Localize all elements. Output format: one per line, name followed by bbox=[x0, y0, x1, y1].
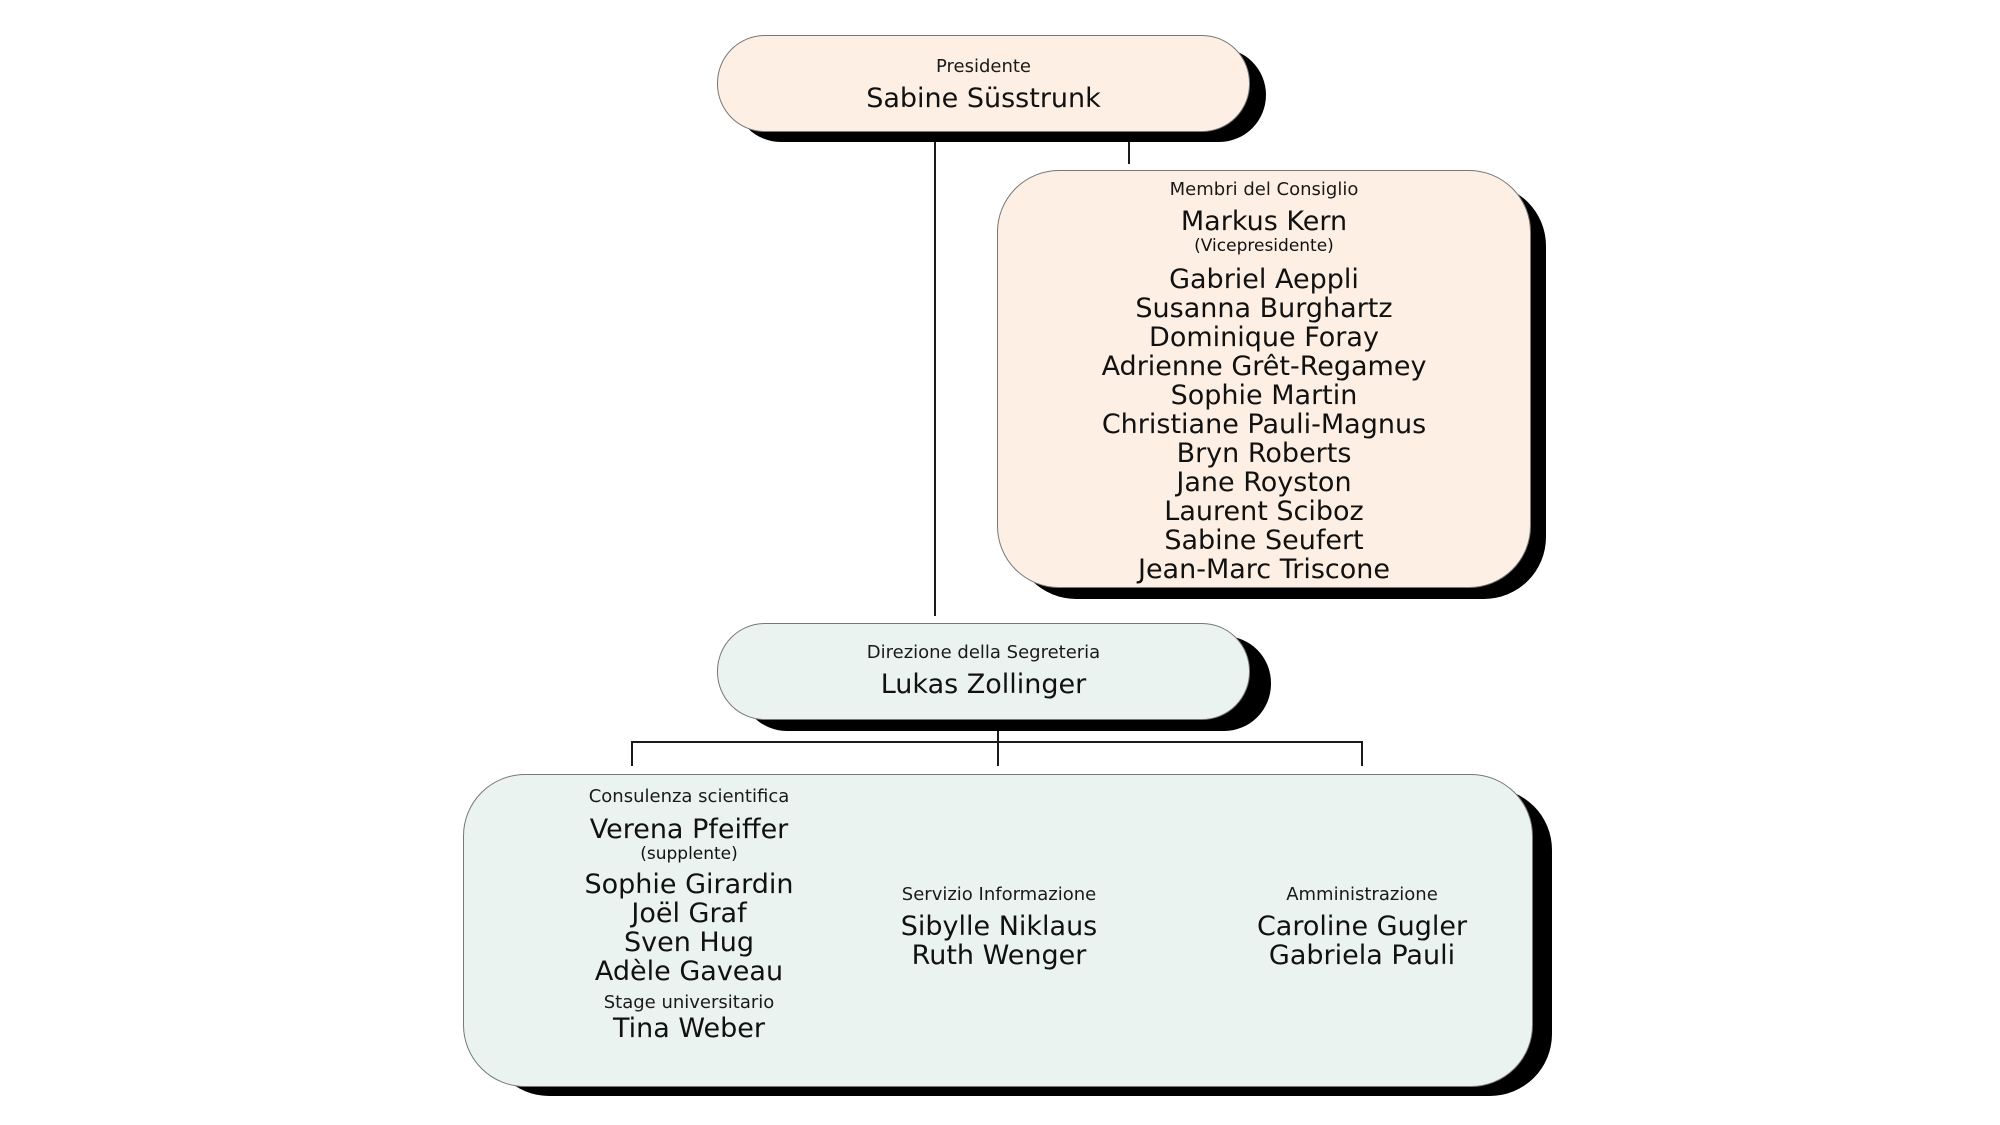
council-member: Sabine Seufert bbox=[1164, 525, 1364, 556]
council-member: Sophie Martin bbox=[1170, 380, 1358, 411]
connector-branch-left bbox=[631, 741, 633, 766]
council-box: Membri del Consiglio Markus Kern (Vicepr… bbox=[997, 170, 1531, 588]
information-members-list: Sibylle Niklaus Ruth Wenger bbox=[819, 912, 1179, 970]
internship-name: Tina Weber bbox=[613, 1013, 765, 1044]
connector-branch-horizontal bbox=[631, 741, 1363, 743]
council-member: Gabriel Aeppli bbox=[1169, 264, 1359, 295]
president-role: Presidente bbox=[935, 56, 1032, 77]
council-member: Laurent Sciboz bbox=[1164, 496, 1364, 527]
secretariat-box: Direzione della Segreteria Lukas Zolling… bbox=[717, 623, 1250, 720]
connector-branch-right bbox=[1361, 741, 1363, 766]
president-box: Presidente Sabine Süsstrunk bbox=[717, 35, 1250, 132]
connector-president-council bbox=[1128, 142, 1130, 164]
president-name: Sabine Süsstrunk bbox=[866, 83, 1101, 114]
council-member: Dominique Foray bbox=[1149, 322, 1379, 353]
council-member: Susanna Burghartz bbox=[1135, 293, 1393, 324]
scientific-members-list: Sophie Girardin Joël Graf Sven Hug Adèle… bbox=[514, 870, 864, 986]
connector-president-secretariat bbox=[934, 142, 936, 616]
administration-member: Gabriela Pauli bbox=[1268, 940, 1456, 971]
scientific-member: Sven Hug bbox=[624, 927, 754, 958]
scientific-member: Sophie Girardin bbox=[584, 869, 794, 900]
council-members-list: Gabriel Aeppli Susanna Burghartz Dominiq… bbox=[998, 265, 1530, 584]
information-member: Ruth Wenger bbox=[911, 940, 1087, 971]
council-member: Jane Royston bbox=[1176, 467, 1352, 498]
administration-member: Caroline Gugler bbox=[1256, 911, 1468, 942]
secretariat-role: Direzione della Segreteria bbox=[866, 642, 1101, 663]
scientific-member: Joël Graf bbox=[631, 898, 747, 929]
scientific-column: Consulenza scientifica Verena Pfeiffer (… bbox=[514, 786, 864, 1043]
council-vice-note: (Vicepresidente) bbox=[1194, 236, 1334, 256]
administration-role: Amministrazione bbox=[1286, 884, 1438, 905]
scientific-role: Consulenza scientifica bbox=[588, 786, 790, 807]
scientific-deputy-note: (supplente) bbox=[640, 844, 738, 864]
council-member: Christiane Pauli-Magnus bbox=[1101, 409, 1427, 440]
council-role: Membri del Consiglio bbox=[1169, 179, 1359, 200]
information-column: Servizio Informazione Sibylle Niklaus Ru… bbox=[819, 884, 1179, 970]
internship-role: Stage universitario bbox=[603, 992, 775, 1013]
secretariat-name: Lukas Zollinger bbox=[880, 669, 1087, 700]
connector-secretariat-down bbox=[997, 728, 999, 766]
information-role: Servizio Informazione bbox=[901, 884, 1097, 905]
scientific-member: Adèle Gaveau bbox=[594, 956, 784, 987]
scientific-deputy-name: Verena Pfeiffer bbox=[589, 814, 789, 845]
administration-members-list: Caroline Gugler Gabriela Pauli bbox=[1182, 912, 1542, 970]
information-member: Sibylle Niklaus bbox=[900, 911, 1098, 942]
council-member: Jean-Marc Triscone bbox=[1137, 554, 1391, 585]
council-member: Adrienne Grêt-Regamey bbox=[1101, 351, 1427, 382]
departments-box: Consulenza scientifica Verena Pfeiffer (… bbox=[463, 774, 1533, 1087]
administration-column: Amministrazione Caroline Gugler Gabriela… bbox=[1182, 884, 1542, 970]
council-member: Bryn Roberts bbox=[1176, 438, 1352, 469]
council-vice-name: Markus Kern bbox=[1180, 206, 1348, 237]
